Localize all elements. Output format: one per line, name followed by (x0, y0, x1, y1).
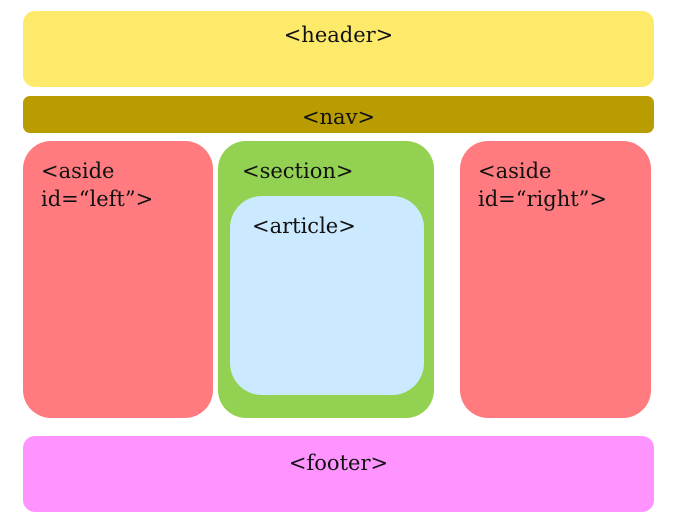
header-block: <header> (23, 11, 654, 87)
nav-label: <nav> (301, 105, 376, 129)
aside-left-label: <aside id=“left”> (41, 159, 154, 211)
footer-label: <footer> (288, 451, 389, 475)
article-block: <article> (230, 196, 424, 395)
nav-block: <nav> (23, 96, 654, 133)
aside-left-block: <aside id=“left”> (23, 141, 213, 418)
footer-block: <footer> (23, 436, 654, 512)
header-label: <header> (283, 23, 394, 47)
aside-right-block: <aside id=“right”> (460, 141, 651, 418)
section-label: <section> (242, 159, 354, 183)
aside-right-label: <aside id=“right”> (478, 159, 607, 211)
article-label: <article> (252, 214, 356, 238)
